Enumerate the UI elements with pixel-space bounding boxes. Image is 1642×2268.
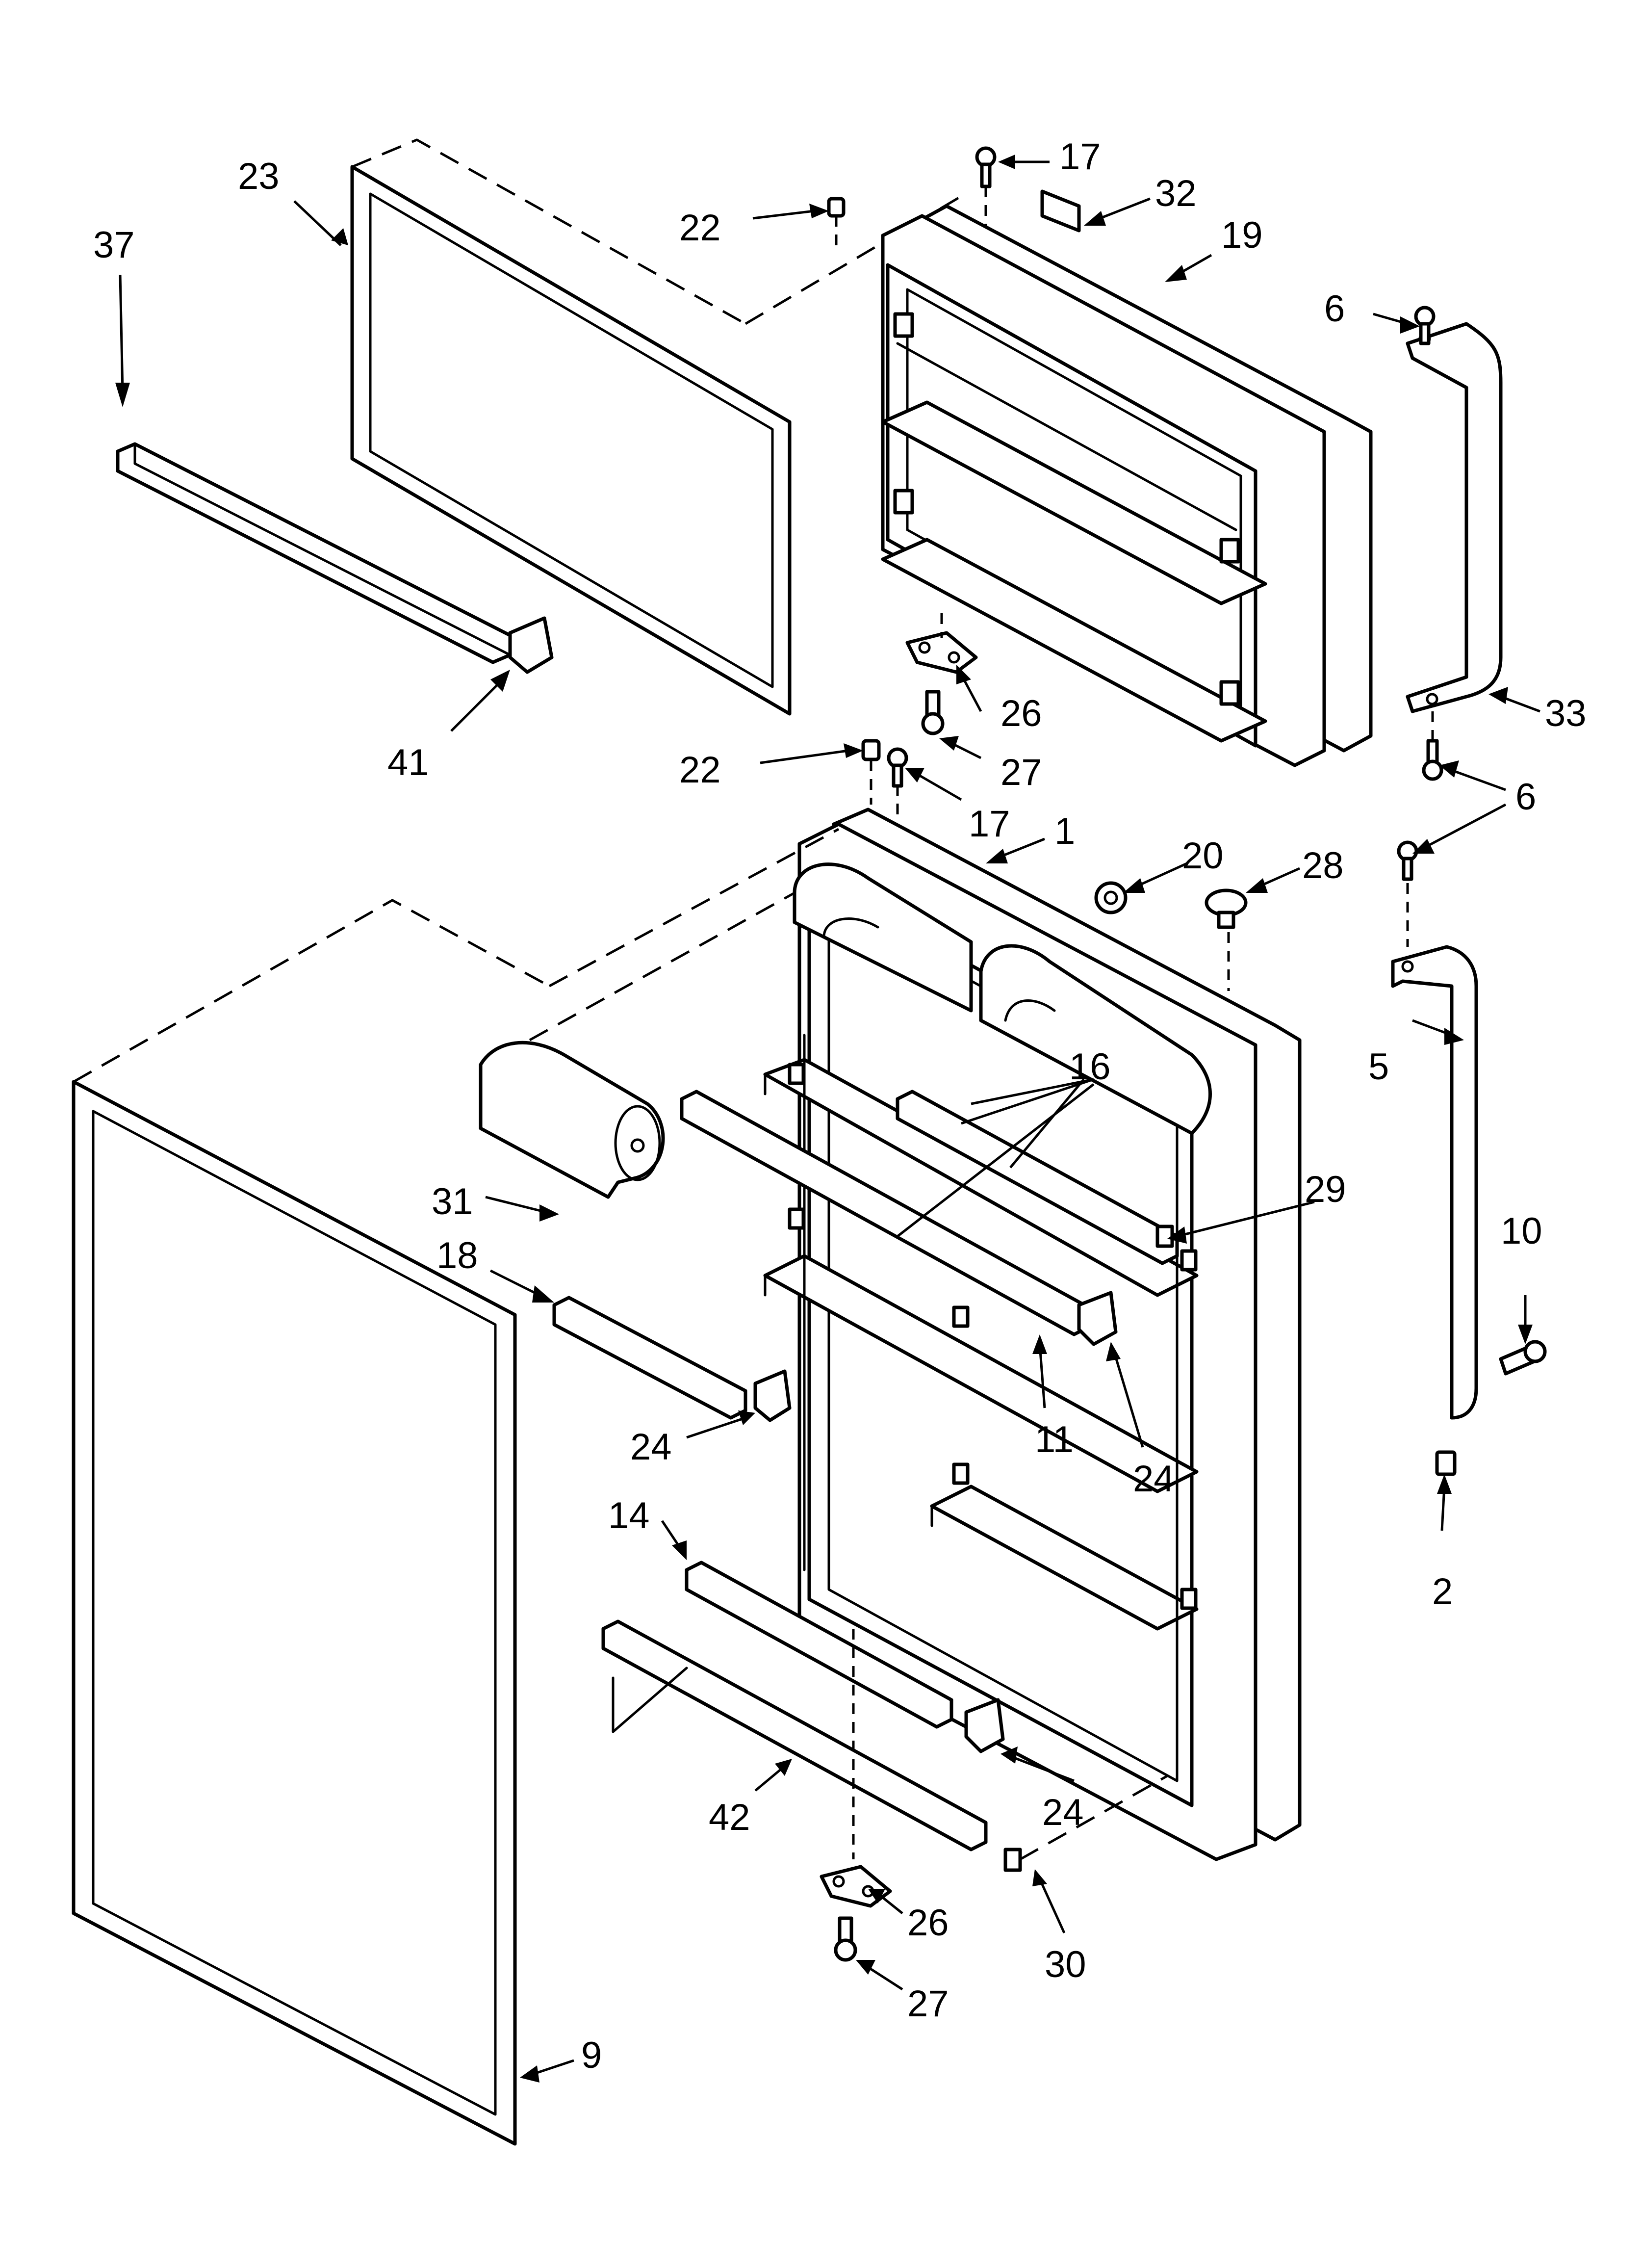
callout-1: 1 xyxy=(1054,810,1075,852)
trim-clip-29 xyxy=(1155,1225,1174,1248)
callout-33: 33 xyxy=(1545,693,1587,734)
callout-9: 9 xyxy=(581,2034,602,2076)
door-shelves xyxy=(763,1034,1199,1768)
callout-30: 30 xyxy=(1045,1944,1086,1985)
callout-16: 16 xyxy=(1069,1046,1111,1088)
callout-27-lower: 27 xyxy=(907,1983,949,2025)
hinge-26-upper xyxy=(905,631,978,674)
screw-27-lower xyxy=(834,1916,857,1962)
callout-24-c: 24 xyxy=(1042,1792,1084,1833)
screw-17-door xyxy=(887,747,908,788)
freezer-door-handle xyxy=(1406,322,1503,713)
screw-27-upper xyxy=(921,690,945,735)
fresh-food-door-gasket xyxy=(72,1080,517,2146)
end-cap-24-c xyxy=(964,1698,1005,1753)
dairy-bin-cover xyxy=(479,891,795,1199)
screw-6-handle xyxy=(1397,840,1418,881)
callout-28: 28 xyxy=(1302,845,1344,886)
end-cap-24-a xyxy=(753,1369,792,1422)
shelf-trim-42 xyxy=(601,1619,988,1851)
end-cap-30 xyxy=(1003,1848,1022,1872)
callout-22-top: 22 xyxy=(679,207,721,249)
callout-42: 42 xyxy=(709,1797,750,1838)
callout-24-b: 24 xyxy=(1133,1458,1175,1500)
clip-2 xyxy=(1435,1450,1457,1476)
plug-22-top xyxy=(827,197,846,245)
callout-37: 37 xyxy=(93,224,135,266)
leader-lines xyxy=(115,155,1540,2083)
callout-29: 29 xyxy=(1305,1169,1346,1210)
callout-26-upper: 26 xyxy=(1001,693,1042,734)
callout-labels: 37 23 41 22 17 32 19 6 26 27 33 6 22 17 … xyxy=(93,136,1587,2076)
callout-5: 5 xyxy=(1368,1046,1389,1088)
callout-41: 41 xyxy=(387,742,429,783)
hole-plug-28 xyxy=(1205,888,1248,929)
callout-6-upper: 6 xyxy=(1324,288,1345,330)
callout-6-lower: 6 xyxy=(1515,776,1536,818)
screw-17-top xyxy=(975,146,997,188)
screw-6-upper xyxy=(1414,306,1436,345)
callout-18: 18 xyxy=(436,1235,478,1277)
rating-label xyxy=(1040,189,1081,233)
callout-26-lower: 26 xyxy=(907,1902,949,1944)
freezer-door-panel xyxy=(881,204,1373,767)
callout-11: 11 xyxy=(1035,1419,1074,1460)
fresh-food-door-handle xyxy=(1391,945,1478,1420)
screw-6-lower xyxy=(1422,739,1443,781)
callout-10: 10 xyxy=(1501,1210,1542,1252)
callout-24-a: 24 xyxy=(630,1426,672,1468)
end-cap-24-b xyxy=(1077,1291,1118,1346)
freezer-door-gasket xyxy=(350,165,792,716)
shelf-trim-14 xyxy=(685,1561,953,1729)
screw-10 xyxy=(1499,1340,1547,1376)
callout-17-top: 17 xyxy=(1059,136,1101,178)
callout-31: 31 xyxy=(432,1181,473,1223)
callout-32: 32 xyxy=(1155,173,1197,214)
plug-22-door xyxy=(861,739,881,761)
shelf-trim-18 xyxy=(552,1296,747,1420)
callout-2: 2 xyxy=(1432,1571,1453,1613)
upper-bin-dome xyxy=(793,862,1212,1135)
hinge-26-lower xyxy=(820,1865,892,1908)
trim-end-cap-clip xyxy=(508,616,554,674)
callout-23: 23 xyxy=(238,156,280,197)
callout-27-upper: 27 xyxy=(1001,752,1042,793)
callout-17-door: 17 xyxy=(969,803,1010,845)
shelf-trim-16 xyxy=(896,1090,1179,1265)
callout-22-door: 22 xyxy=(679,749,721,791)
callout-20: 20 xyxy=(1182,835,1224,877)
callout-19: 19 xyxy=(1221,214,1263,256)
hinge-pin-bushing-20 xyxy=(1094,881,1128,914)
callout-14: 14 xyxy=(608,1495,650,1537)
